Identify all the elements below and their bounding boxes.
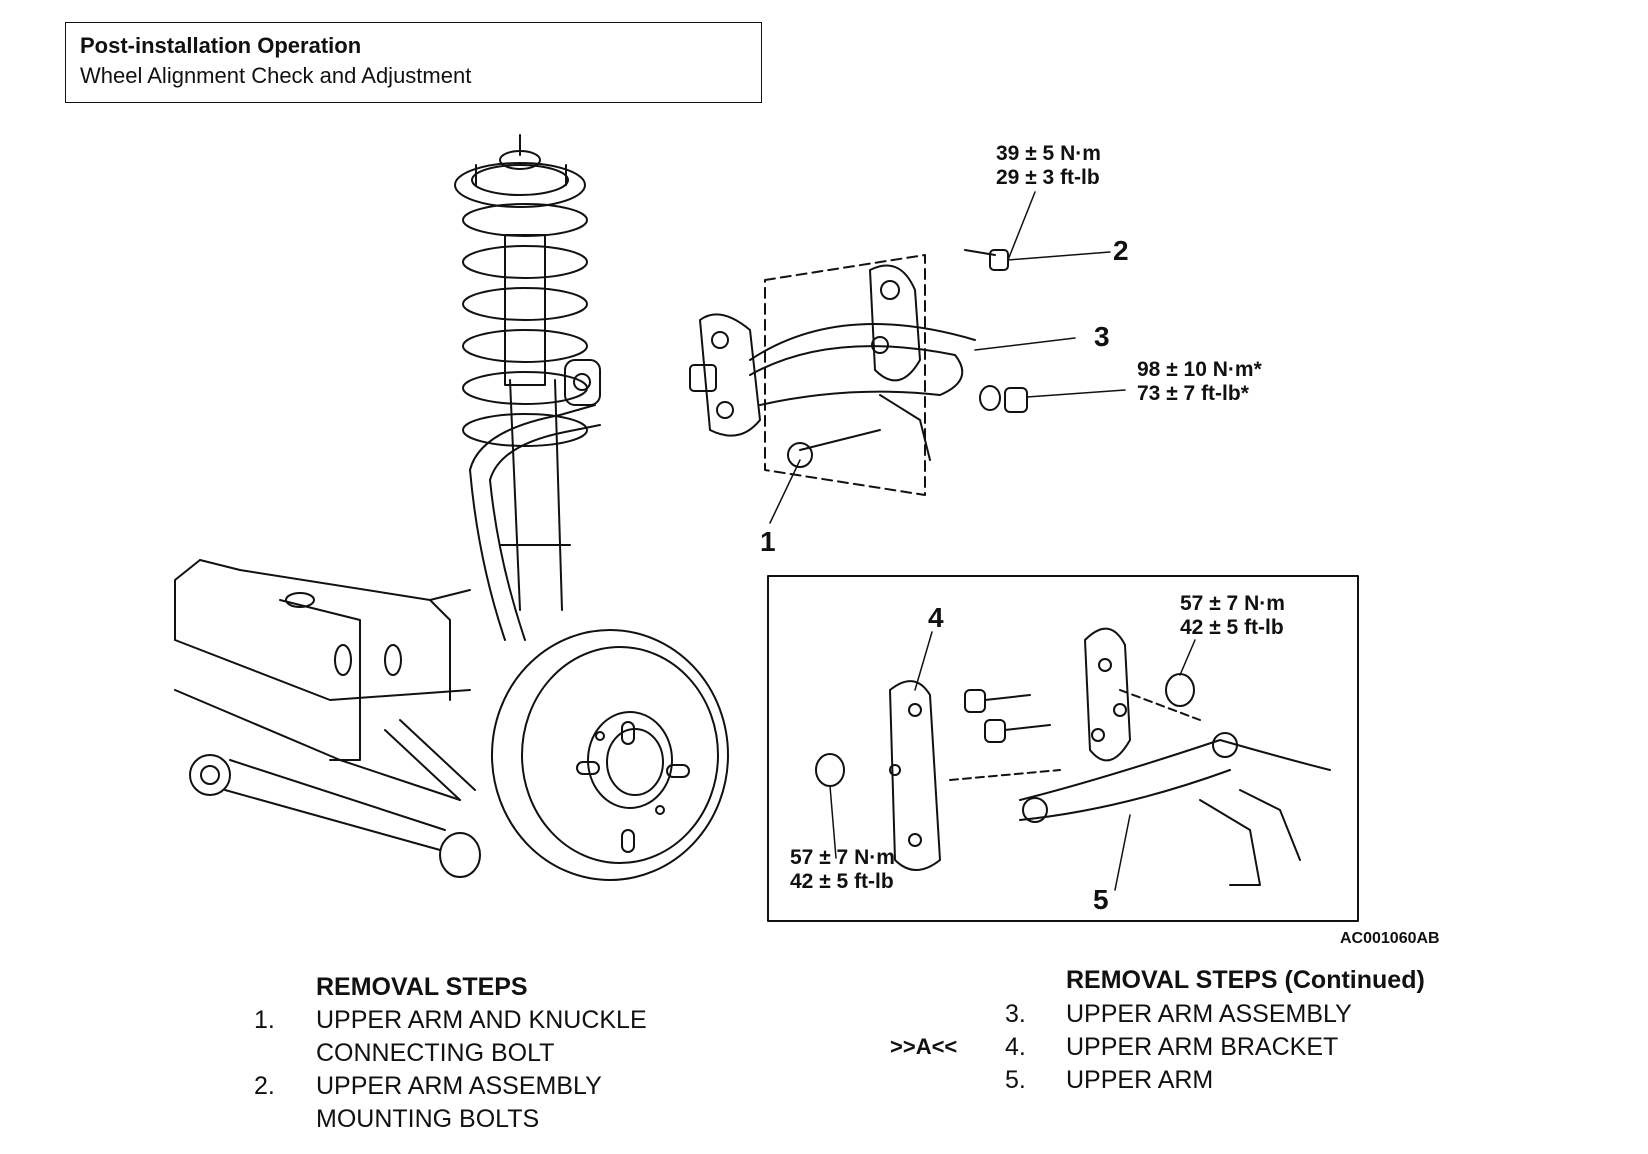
figure-code: AC001060AB — [1340, 930, 1440, 947]
inset-box — [767, 575, 1359, 922]
torque-label-inset-top-ftlb: 42 ± 5 ft-lb — [1180, 616, 1284, 639]
upper-arm-assembly — [689, 254, 976, 496]
post-installation-title: Post-installation Operation — [80, 33, 362, 58]
inset-parts — [815, 627, 1331, 886]
torque-label-nut-ftlb: 73 ± 7 ft-lb* — [1137, 382, 1249, 405]
inset-leader-lines — [829, 631, 1196, 891]
torque-label-inset-top-nm: 57 ± 7 N·m — [1180, 592, 1285, 615]
stabilizer-link — [469, 359, 601, 641]
step-3-number: 3. — [1005, 1000, 1026, 1028]
lower-link — [189, 719, 481, 878]
part-number-5: 5 — [1093, 884, 1109, 915]
step-2-line-1: UPPER ARM ASSEMBLY — [316, 1072, 602, 1100]
torque-label-nut-nm: 98 ± 10 N·m* — [1137, 358, 1262, 381]
step-5-label: UPPER ARM — [1066, 1066, 1214, 1094]
torque-label-inset-bottom-ftlb: 42 ± 5 ft-lb — [790, 870, 894, 893]
brake-drum — [491, 629, 729, 881]
step-4-marker: >>A<< — [890, 1034, 958, 1059]
step-2-line-2: MOUNTING BOLTS — [316, 1105, 540, 1133]
post-installation-subtitle: Wheel Alignment Check and Adjustment — [80, 63, 472, 88]
step-4-label: UPPER ARM BRACKET — [1066, 1033, 1339, 1061]
step-3-label: UPPER ARM ASSEMBLY — [1066, 1000, 1352, 1028]
part-number-1: 1 — [760, 526, 776, 557]
removal-steps-title: REMOVAL STEPS — [316, 973, 528, 1001]
step-1-line-2: CONNECTING BOLT — [316, 1039, 555, 1067]
part-number-3: 3 — [1094, 321, 1110, 352]
step-1-number: 1. — [254, 1006, 275, 1034]
torque-label-inset-bottom-nm: 57 ± 7 N·m — [790, 846, 895, 869]
fasteners — [787, 249, 1028, 468]
removal-steps-continued-title: REMOVAL STEPS (Continued) — [1066, 966, 1425, 994]
crossmember — [174, 559, 471, 801]
torque-label-2-ftlb: 29 ± 3 ft-lb — [996, 166, 1100, 189]
strut-assembly — [454, 134, 588, 611]
post-installation-box: Post-installation Operation Wheel Alignm… — [65, 22, 762, 103]
step-4-number: 4. — [1005, 1033, 1026, 1061]
part-number-4: 4 — [928, 602, 944, 633]
step-5-number: 5. — [1005, 1066, 1026, 1094]
step-1-line-1: UPPER ARM AND KNUCKLE — [316, 1006, 647, 1034]
step-2-number: 2. — [254, 1072, 275, 1100]
torque-label-2-nm: 39 ± 5 N·m — [996, 142, 1101, 165]
leader-lines — [769, 191, 1126, 524]
part-number-2: 2 — [1113, 235, 1129, 266]
